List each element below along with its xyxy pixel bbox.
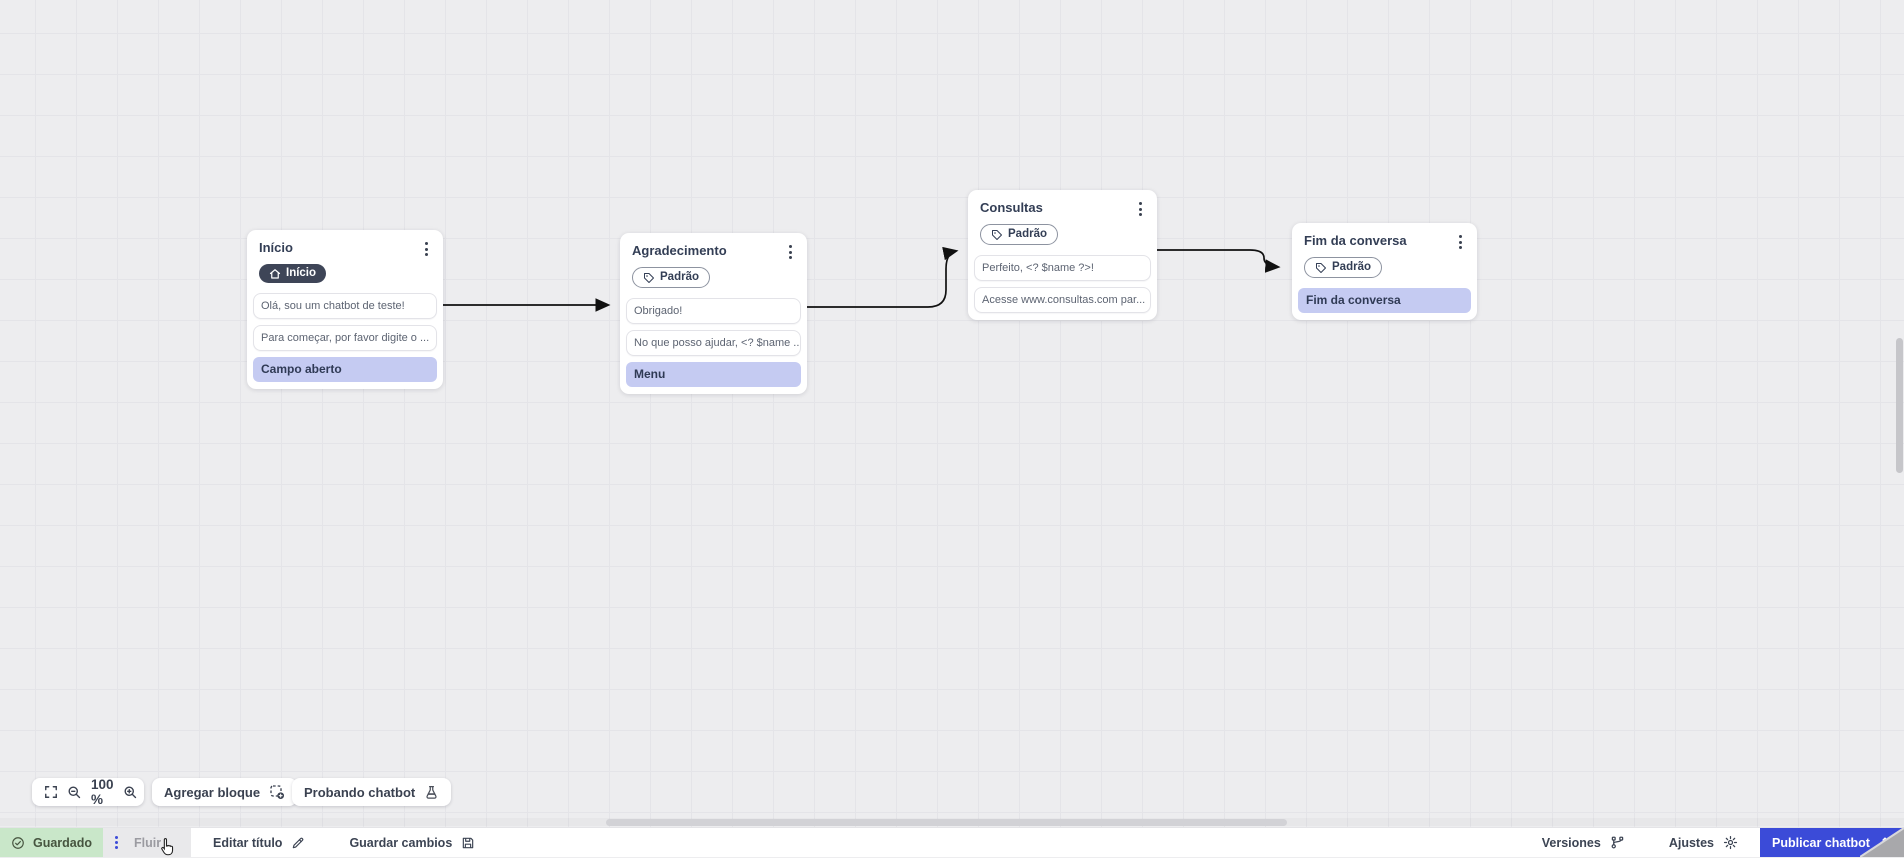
default-badge-label: Padrão	[1332, 261, 1371, 273]
default-badge: Padrão	[980, 224, 1058, 245]
message-bubble[interactable]: Perfeito, <? $name ?>!	[974, 255, 1151, 281]
tag-icon	[991, 229, 1003, 241]
publish-label: Publicar chatbot	[1772, 835, 1870, 850]
save-changes-label: Guardar cambios	[349, 835, 453, 850]
upload-icon	[1878, 836, 1892, 850]
flask-icon	[424, 785, 439, 800]
zoom-toolbar: 100 %	[32, 777, 144, 807]
zoom-level-value: 100 %	[91, 777, 114, 807]
flow-tab-label[interactable]: Fluir	[134, 835, 162, 850]
add-block-icon	[269, 784, 285, 800]
git-branch-icon	[1610, 835, 1625, 850]
flow-tab[interactable]: Fluir	[103, 828, 191, 857]
settings-label: Ajustes	[1668, 835, 1714, 850]
status-bar-spacer	[497, 828, 1519, 857]
flow-node-agradecimento[interactable]: Agradecimento Padrão Obrigado! No que po…	[620, 233, 807, 394]
status-bar: Guardado Fluir Editar título Guardar cam…	[0, 827, 1904, 857]
horizontal-scrollbar-thumb[interactable]	[606, 819, 1287, 826]
node-title: Consultas	[980, 200, 1043, 215]
message-bubble[interactable]: Acesse www.consultas.com par...	[974, 287, 1151, 313]
action-block-menu[interactable]: Menu	[626, 362, 801, 387]
message-bubble[interactable]: No que posso ajudar, <? $name ...	[626, 330, 801, 356]
kebab-menu-icon[interactable]	[1136, 200, 1145, 218]
check-circle-icon	[11, 836, 25, 850]
node-title: Agradecimento	[632, 243, 727, 258]
default-badge: Padrão	[632, 267, 710, 288]
add-block-label: Agregar bloque	[164, 784, 261, 800]
tag-icon	[643, 272, 655, 284]
publish-chatbot-button[interactable]: Publicar chatbot	[1760, 828, 1904, 857]
test-chatbot-label: Probando chatbot	[304, 784, 416, 800]
vertical-scrollbar-thumb[interactable]	[1896, 338, 1903, 473]
action-block-end-conversation[interactable]: Fim da conversa	[1298, 288, 1471, 313]
default-badge: Padrão	[1304, 257, 1382, 278]
message-bubble[interactable]: Obrigado!	[626, 298, 801, 324]
message-bubble[interactable]: Para começar, por favor digite o ...	[253, 325, 437, 351]
zoom-in-icon[interactable]	[123, 785, 138, 800]
kebab-menu-icon[interactable]	[1456, 233, 1465, 251]
action-block-open-field[interactable]: Campo aberto	[253, 357, 437, 382]
kebab-menu-icon[interactable]	[422, 240, 431, 258]
save-icon	[461, 836, 475, 850]
versions-button[interactable]: Versiones	[1520, 828, 1647, 857]
flow-node-fim-da-conversa[interactable]: Fim da conversa Padrão Fim da conversa	[1292, 223, 1477, 320]
versions-label: Versiones	[1541, 835, 1601, 850]
flow-node-inicio[interactable]: Início Início Olá, sou um chatbot de tes…	[247, 230, 443, 389]
flow-node-consultas[interactable]: Consultas Padrão Perfeito, <? $name ?>! …	[968, 190, 1157, 320]
start-badge-label: Início	[286, 267, 317, 279]
kebab-menu-icon[interactable]	[786, 243, 795, 261]
default-badge-label: Padrão	[660, 271, 699, 283]
node-title: Início	[259, 240, 293, 255]
add-block-button[interactable]: Agregar bloque	[152, 778, 298, 806]
save-changes-button[interactable]: Guardar cambios	[327, 828, 497, 857]
fullscreen-icon[interactable]	[44, 785, 58, 799]
saved-status-badge: Guardado	[0, 828, 103, 857]
saved-label: Guardado	[32, 835, 93, 850]
test-chatbot-button[interactable]: Probando chatbot	[292, 778, 452, 806]
kebab-menu-icon[interactable]	[115, 836, 118, 849]
default-badge-label: Padrão	[1008, 228, 1047, 240]
message-bubble[interactable]: Olá, sou um chatbot de teste!	[253, 293, 437, 319]
start-badge: Início	[259, 264, 327, 283]
home-icon	[269, 268, 281, 280]
edit-title-label: Editar título	[213, 835, 283, 850]
edit-title-button[interactable]: Editar título	[191, 828, 327, 857]
gear-icon	[1723, 835, 1738, 850]
settings-button[interactable]: Ajustes	[1647, 828, 1760, 857]
node-title: Fim da conversa	[1304, 233, 1407, 248]
zoom-out-icon[interactable]	[67, 785, 82, 800]
pencil-icon	[291, 836, 305, 850]
tag-icon	[1315, 262, 1327, 274]
